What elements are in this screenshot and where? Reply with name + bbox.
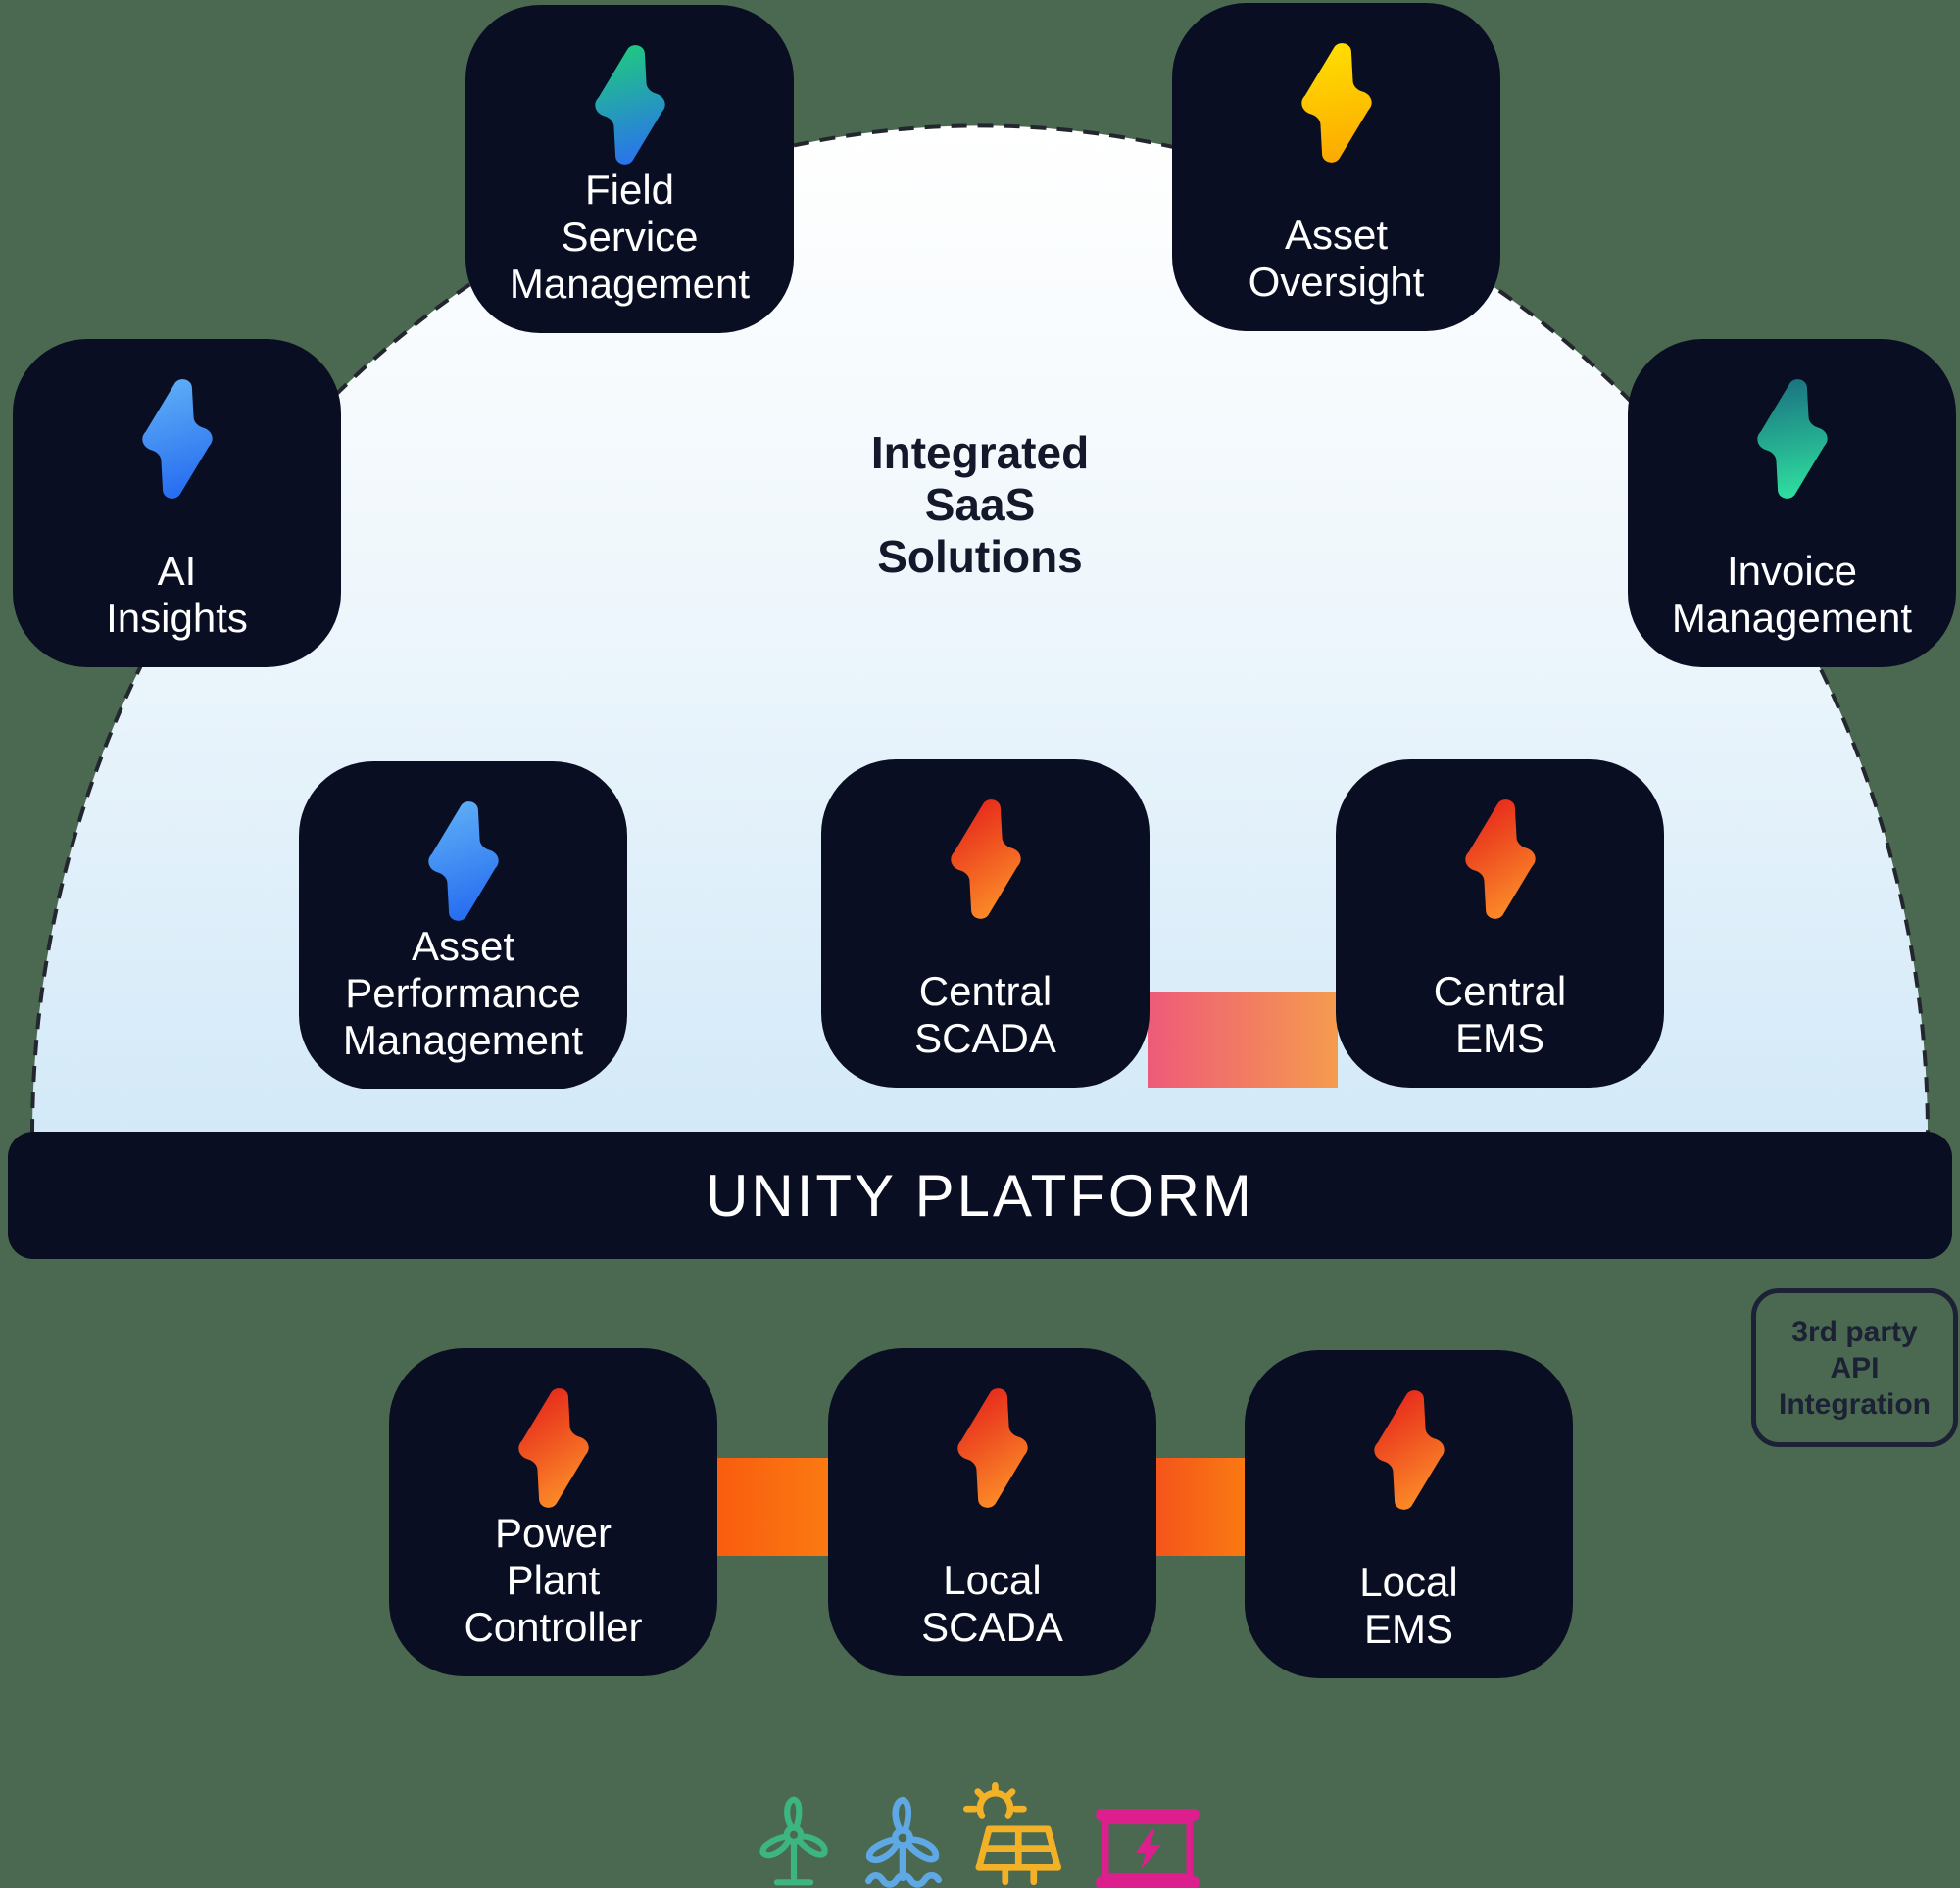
ppc-local-scada-connector — [715, 1458, 833, 1556]
battery-storage-icon — [1096, 1809, 1200, 1888]
bolt-green-blue-icon — [594, 45, 665, 165]
title-line: Solutions — [877, 531, 1083, 582]
offshore-wind-turbine-icon — [864, 1796, 943, 1888]
central-scada-ems-connector — [1148, 992, 1338, 1088]
title-line: Integrated — [870, 427, 1090, 478]
unity-platform-bar: UNITY PLATFORM — [8, 1132, 1952, 1259]
local-scada-ems-connector — [1152, 1458, 1250, 1556]
solar-panel-icon — [963, 1781, 1062, 1886]
bolt-blue-icon — [427, 801, 499, 921]
unity-platform-label: UNITY PLATFORM — [706, 1162, 1254, 1229]
wind-turbine-icon — [760, 1796, 828, 1886]
bolt-red-icon — [956, 1388, 1028, 1508]
title-line: SaaS — [924, 479, 1036, 530]
bolt-red-icon — [517, 1388, 589, 1508]
third-party-api-box: 3rd party API Integration — [1751, 1288, 1958, 1447]
bolt-red-icon — [950, 799, 1021, 919]
integrated-saas-title: Integrated SaaS Solutions — [0, 427, 1960, 583]
bolt-red-icon — [1373, 1390, 1445, 1510]
bolt-teal-icon — [1756, 379, 1828, 499]
third-party-label: 3rd party API Integration — [1779, 1315, 1931, 1421]
bolt-yellow-icon — [1300, 43, 1372, 163]
bolt-blue-icon — [141, 379, 213, 499]
bolt-red-icon — [1464, 799, 1536, 919]
